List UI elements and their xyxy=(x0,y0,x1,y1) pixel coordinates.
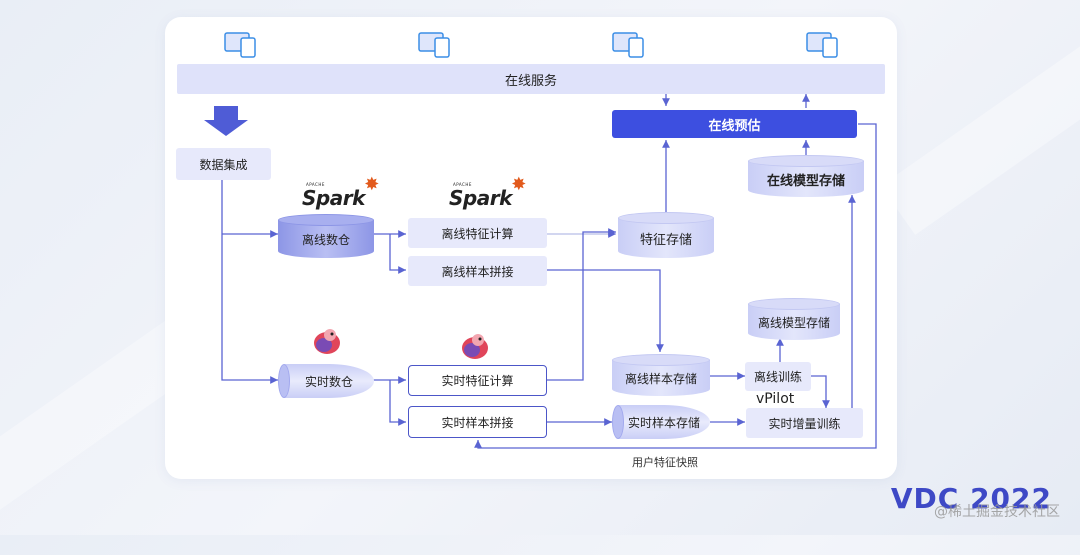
cylinder-top xyxy=(748,155,864,167)
tablet-phone-icon xyxy=(418,32,450,58)
realtime-warehouse-label: 实时数仓 xyxy=(284,364,374,398)
offline-model-storage-cylinder: 离线模型存储 xyxy=(748,298,840,340)
feature-storage-cylinder: 特征存储 xyxy=(618,212,714,258)
realtime-warehouse-cylinder: 实时数仓 xyxy=(278,364,374,398)
online-model-storage-label: 在线模型存储 xyxy=(748,161,864,197)
realtime-sample-storage-cylinder: 实时样本存储 xyxy=(612,405,710,439)
spark-text: Spark xyxy=(449,186,512,210)
spark-text: Spark xyxy=(302,186,365,210)
apache-text: APACHE xyxy=(453,182,472,187)
user-feature-snapshot-label: 用户特征快照 xyxy=(632,456,698,469)
online-model-storage-cylinder: 在线模型存储 xyxy=(748,155,864,197)
offline-sample-storage-label: 离线样本存储 xyxy=(612,360,710,396)
spark-star-icon: ✸ xyxy=(364,174,379,195)
spark-star-icon: ✸ xyxy=(511,174,526,195)
tablet-phone-icon xyxy=(612,32,644,58)
cylinder-cap xyxy=(612,405,624,439)
online-predict-box: 在线预估 xyxy=(612,110,857,138)
apache-text: APACHE xyxy=(306,182,325,187)
online-service-bar: 在线服务 xyxy=(177,64,885,94)
spark-logo: APACHE Spark ✸ xyxy=(302,174,379,210)
tablet-phone-icon xyxy=(224,32,256,58)
flink-squirrel-icon xyxy=(462,334,488,359)
cylinder-top xyxy=(278,214,374,226)
vdc-logo: VDC 2022 xyxy=(890,482,1052,515)
realtime-incremental-training-box: 实时增量训练 xyxy=(746,408,863,438)
feature-storage-label: 特征存储 xyxy=(618,218,714,258)
offline-sample-join-box: 离线样本拼接 xyxy=(408,256,547,286)
flow-connectors xyxy=(204,94,877,449)
offline-training-box: 离线训练 xyxy=(745,362,811,391)
watermark-text: @稀土掘金技术社区 xyxy=(934,504,1060,520)
cylinder-top xyxy=(618,212,714,224)
realtime-sample-join-box: 实时样本拼接 xyxy=(408,406,547,438)
data-integration-box: 数据集成 xyxy=(176,148,271,180)
realtime-sample-storage-label: 实时样本存储 xyxy=(618,405,710,439)
big-down-arrow xyxy=(204,106,248,136)
offline-model-storage-label: 离线模型存储 xyxy=(748,304,840,340)
cylinder-cap xyxy=(278,364,290,398)
cylinder-top xyxy=(612,354,710,366)
offline-warehouse-cylinder: 离线数仓 xyxy=(278,214,374,258)
offline-feature-compute-box: 离线特征计算 xyxy=(408,218,547,248)
spark-logo: APACHE Spark ✸ xyxy=(449,174,526,210)
tablet-phone-icon xyxy=(806,32,838,58)
offline-sample-storage-cylinder: 离线样本存储 xyxy=(612,354,710,396)
flink-squirrel-icon xyxy=(314,329,340,354)
cylinder-top xyxy=(748,298,840,310)
realtime-feature-compute-box: 实时特征计算 xyxy=(408,365,547,396)
offline-warehouse-label: 离线数仓 xyxy=(278,220,374,258)
vpilot-label: vPilot xyxy=(756,391,795,407)
